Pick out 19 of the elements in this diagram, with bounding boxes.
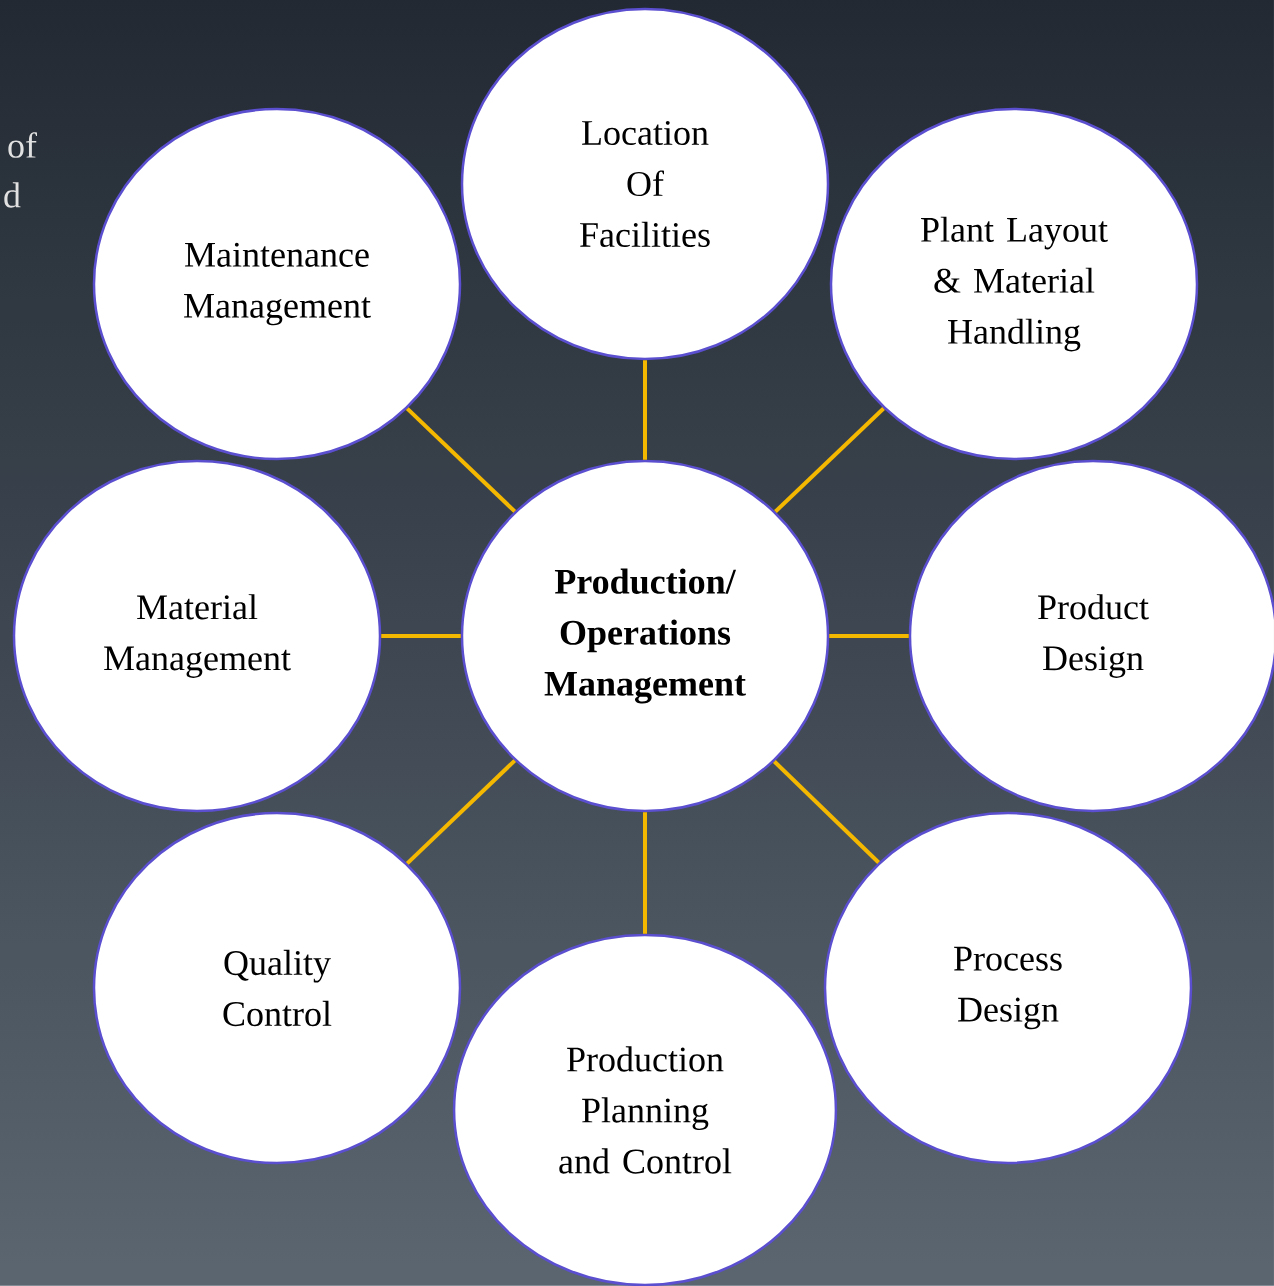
connector-line — [774, 407, 885, 513]
circle-node: Process Design — [823, 811, 1193, 1165]
text-fragment: d — [4, 182, 21, 208]
circle-node: Maintenance Management — [92, 107, 462, 461]
circle-node: Product Design — [908, 459, 1274, 813]
text-fragment: of — [8, 132, 37, 158]
circle-node: Quality Control — [92, 811, 462, 1165]
circle-node: Location Of Facilities — [460, 7, 830, 361]
connector-line — [381, 634, 461, 638]
connector-line — [405, 759, 517, 865]
connector-line — [829, 634, 909, 638]
connector-line — [405, 407, 517, 513]
connector-line — [773, 760, 880, 864]
connector-line — [643, 360, 647, 460]
circle-node: Production Planning and Control — [452, 933, 838, 1286]
circle-node: Plant Layout & Material Handling — [829, 107, 1199, 461]
circle-node: Material Management — [12, 459, 382, 813]
circle-node: Production/ Operations Management — [460, 459, 830, 813]
connector-line — [643, 812, 647, 934]
